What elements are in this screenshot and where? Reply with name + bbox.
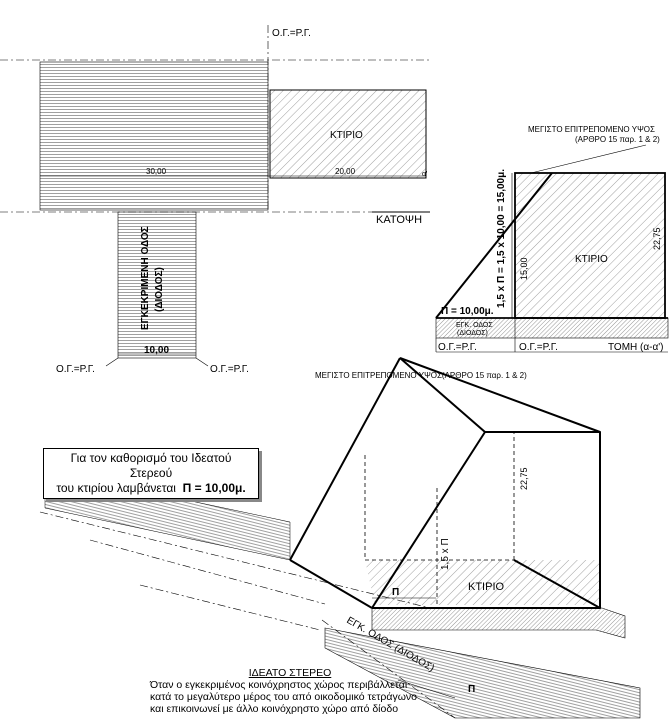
3d-solid-edges: [289, 357, 601, 609]
3d-edge-back-outline: [372, 357, 601, 609]
caption-line-1: Όταν ο εγκεκριμένος κοινόχρηστος χώρος π…: [150, 679, 408, 691]
alpha-prime-label: α': [422, 171, 427, 178]
3d-edge-front-slope: [371, 431, 486, 609]
leader-left: [105, 357, 119, 367]
max-height-label-2: (ΑΡΘΡΟ 15 παρ. 1 & 2): [575, 135, 660, 144]
3d-hidden-edges: [364, 432, 515, 608]
road-vertical-label-2: (ΔΙΟΔΟΣ): [154, 267, 165, 312]
plan-road-horizontal: [39, 61, 269, 211]
note-box: Για τον καθορισμό του Ιδεατού Στερεού το…: [43, 448, 259, 499]
section-max-height-leader: [530, 144, 647, 174]
og-rg-label-plan-top: Ο.Γ.=Ρ.Γ.: [272, 28, 311, 39]
og-rg-label-plan-right: Ο.Γ.=Ρ.Γ.: [210, 364, 249, 375]
3d-road-pi-dim-line: [397, 679, 456, 699]
note-line-1: Για τον καθορισμό του Ιδεατού Στερεού: [70, 451, 232, 480]
egk-odos-label-2: (ΔΙΟΔΟΣ): [457, 330, 488, 337]
pi-value-label: Π = 10,00μ.: [441, 306, 494, 317]
og-rg-label-section-right: Ο.Γ.=Ρ.Γ.: [519, 342, 558, 353]
plan-view: Ο.Γ.=Ρ.Γ. ΚΤΙΡΙΟ 30,00 20,00 α' ΚΑΤΟΨΗ Ε…: [0, 25, 430, 375]
section-slope-line: [435, 172, 553, 319]
3d-guide-line-1: [39, 511, 431, 609]
plan-road-vertical: [117, 211, 197, 359]
caption-title: ΙΔΕΑΤΟ ΣΤΕΡΕΟ: [248, 667, 332, 679]
tomi-label: ΤΟΜΗ (α-α'): [608, 342, 664, 353]
3d-building-label: ΚΤΙΡΙΟ: [468, 581, 505, 593]
dim-20-label: 20,00: [335, 167, 356, 176]
section-building-label: ΚΤΙΡΙΟ: [575, 254, 608, 265]
max-height-3d-label: ΜΕΓΙΣΤΟ ΕΠΙΤΡΕΠΟΜΕΝΟ ΥΨΟΣ(ΑΡΘΡΟ 15 παρ. …: [315, 371, 527, 380]
section-building-area: [436, 173, 665, 318]
one-five-pi-label: 1,5 x Π: [440, 538, 451, 570]
caption-block: ΙΔΕΑΤΟ ΣΤΕΡΕΟ Όταν ο εγκεκριμένος κοινόχ…: [150, 667, 450, 715]
section-view: ΜΕΓΙΣΤΟ ΕΠΙΤΡΕΠΟΜΕΝΟ ΥΨΟΣ (ΑΡΘΡΟ 15 παρ.…: [435, 125, 669, 353]
caption-line-2: κατά το μεγαλύτερο μέρος του από οικοδομ…: [150, 691, 418, 703]
note-line-2: του κτιρίου λαμβάνεται Π = 10,00μ.: [50, 481, 252, 496]
3d-road-pi-label: Π: [468, 684, 475, 695]
og-rg-label-section-left: Ο.Γ.=Ρ.Γ.: [438, 342, 477, 353]
dim-15-label: 15,00: [519, 257, 529, 280]
ideal-solid-3d: ΜΕΓΙΣΤΟ ΕΠΙΤΡΕΠΟΜΕΝΟ ΥΨΟΣ(ΑΡΘΡΟ 15 παρ. …: [39, 357, 641, 719]
3d-pi-label: Π: [392, 587, 399, 598]
formula-label: 1,5 x Π = 1,5 x 10,00 = 15,00μ.: [496, 169, 507, 308]
note-line-2-value: Π = 10,00μ.: [182, 481, 246, 495]
dim-2275-3d-label: 22,75: [519, 467, 529, 490]
plan-building-label: ΚΤΙΡΙΟ: [330, 130, 363, 141]
3d-edge-top-left: [289, 357, 401, 561]
3d-ground-slab: [371, 607, 626, 639]
dim-10-label: 10,00: [144, 345, 169, 356]
caption-line-3: και επικοινωνεί με άλλο κοινόχρηστο χώρο…: [150, 703, 399, 715]
note-line-2-prefix: του κτιρίου λαμβάνεται: [56, 481, 176, 495]
max-height-label-1: ΜΕΓΙΣΤΟ ΕΠΙΤΡΕΠΟΜΕΝΟ ΥΨΟΣ: [528, 125, 655, 134]
egk-odos-label-1: ΕΓΚ. ΟΔΟΣ: [456, 322, 493, 329]
3d-ground-hatch: [365, 560, 600, 605]
3d-road-axis: [321, 619, 456, 719]
leader-right: [195, 357, 209, 367]
plan-building: [269, 89, 427, 179]
3d-edge-bottom-left: [289, 559, 373, 609]
dim-30-label: 30,00: [146, 167, 167, 176]
3d-edge-top-front: [399, 357, 486, 433]
dim-2275-label: 22,75: [652, 227, 662, 250]
3d-access-road: [324, 627, 641, 719]
3d-edge-base-right: [513, 559, 601, 609]
og-rg-label-plan-left: Ο.Γ.=Ρ.Γ.: [56, 364, 95, 375]
road-vertical-label-1: ΕΓΚΕΚΡΙΜΕΝΗ ΟΔΟΣ: [140, 226, 151, 330]
katopsi-label: ΚΑΤΟΨΗ: [376, 214, 422, 226]
3d-guide-line-3: [139, 584, 321, 631]
